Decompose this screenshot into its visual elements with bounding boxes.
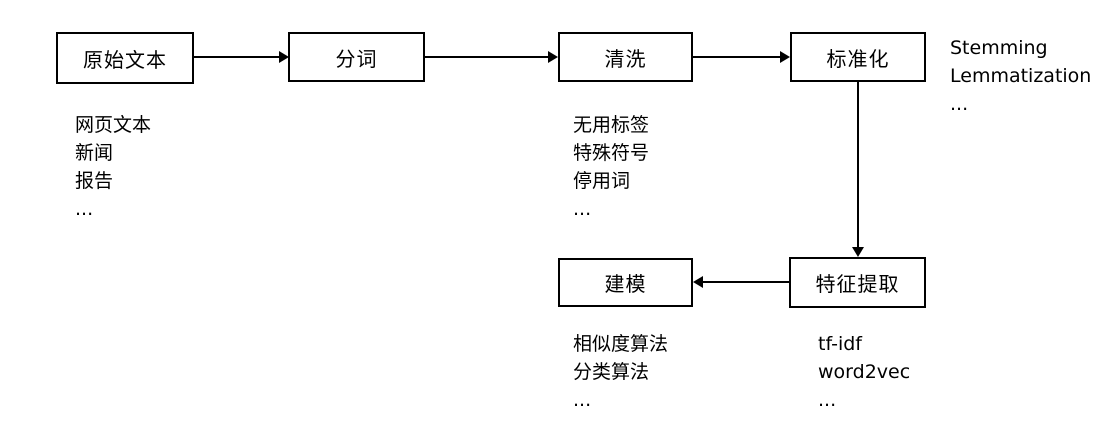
- note-line: Lemmatization: [950, 65, 1092, 87]
- note-line: 报告: [75, 170, 114, 192]
- arrow-head-down-icon: [852, 247, 864, 257]
- box-feature-extraction-label: 特征提取: [815, 272, 900, 296]
- note-modeling-examples: 相似度算法 分类算法 ...: [573, 330, 668, 414]
- note-line: 分类算法: [573, 361, 650, 383]
- arrow-head-right-icon: [780, 51, 790, 63]
- note-line: ...: [573, 389, 592, 411]
- box-cleaning: 清洗: [558, 32, 693, 82]
- note-line: Stemming: [950, 37, 1048, 59]
- note-line: ...: [75, 198, 94, 220]
- note-cleaning-examples: 无用标签 特殊符号 停用词 ...: [573, 111, 649, 223]
- box-modeling: 建模: [558, 258, 693, 307]
- arrow-line: [693, 56, 780, 58]
- note-line: ...: [573, 198, 592, 220]
- box-segmentation: 分词: [288, 32, 425, 82]
- arrow-head-right-icon: [548, 51, 558, 63]
- arrow-line: [425, 56, 548, 58]
- box-normalization: 标准化: [790, 32, 926, 82]
- arrow-line: [194, 56, 279, 58]
- note-line: 无用标签: [573, 114, 650, 136]
- box-raw-text-label: 原始文本: [83, 47, 167, 72]
- note-line: tf-idf: [818, 333, 862, 355]
- arrow-head-right-icon: [279, 51, 289, 63]
- note-line: ...: [950, 93, 969, 115]
- box-normalization-label: 标准化: [826, 46, 890, 71]
- note-raw-text-examples: 网页文本 新闻 报告 ...: [75, 111, 151, 223]
- note-line: 特殊符号: [573, 142, 650, 164]
- box-modeling-label: 建模: [604, 272, 647, 296]
- note-line: 停用词: [573, 170, 631, 192]
- arrow-line: [703, 281, 789, 283]
- note-feature-extraction-examples: tf-idf word2vec ...: [818, 330, 910, 414]
- note-line: ...: [818, 389, 837, 411]
- box-cleaning-label: 清洗: [604, 46, 647, 71]
- note-line: word2vec: [818, 361, 911, 383]
- box-feature-extraction: 特征提取: [789, 257, 926, 308]
- note-line: 相似度算法: [573, 333, 669, 355]
- arrow-head-left-icon: [693, 276, 703, 288]
- box-segmentation-label: 分词: [335, 46, 378, 71]
- arrow-line: [857, 82, 859, 247]
- note-normalization-examples: Stemming Lemmatization ...: [950, 34, 1091, 118]
- box-raw-text: 原始文本: [56, 32, 194, 84]
- note-line: 新闻: [75, 142, 114, 164]
- note-line: 网页文本: [75, 114, 152, 136]
